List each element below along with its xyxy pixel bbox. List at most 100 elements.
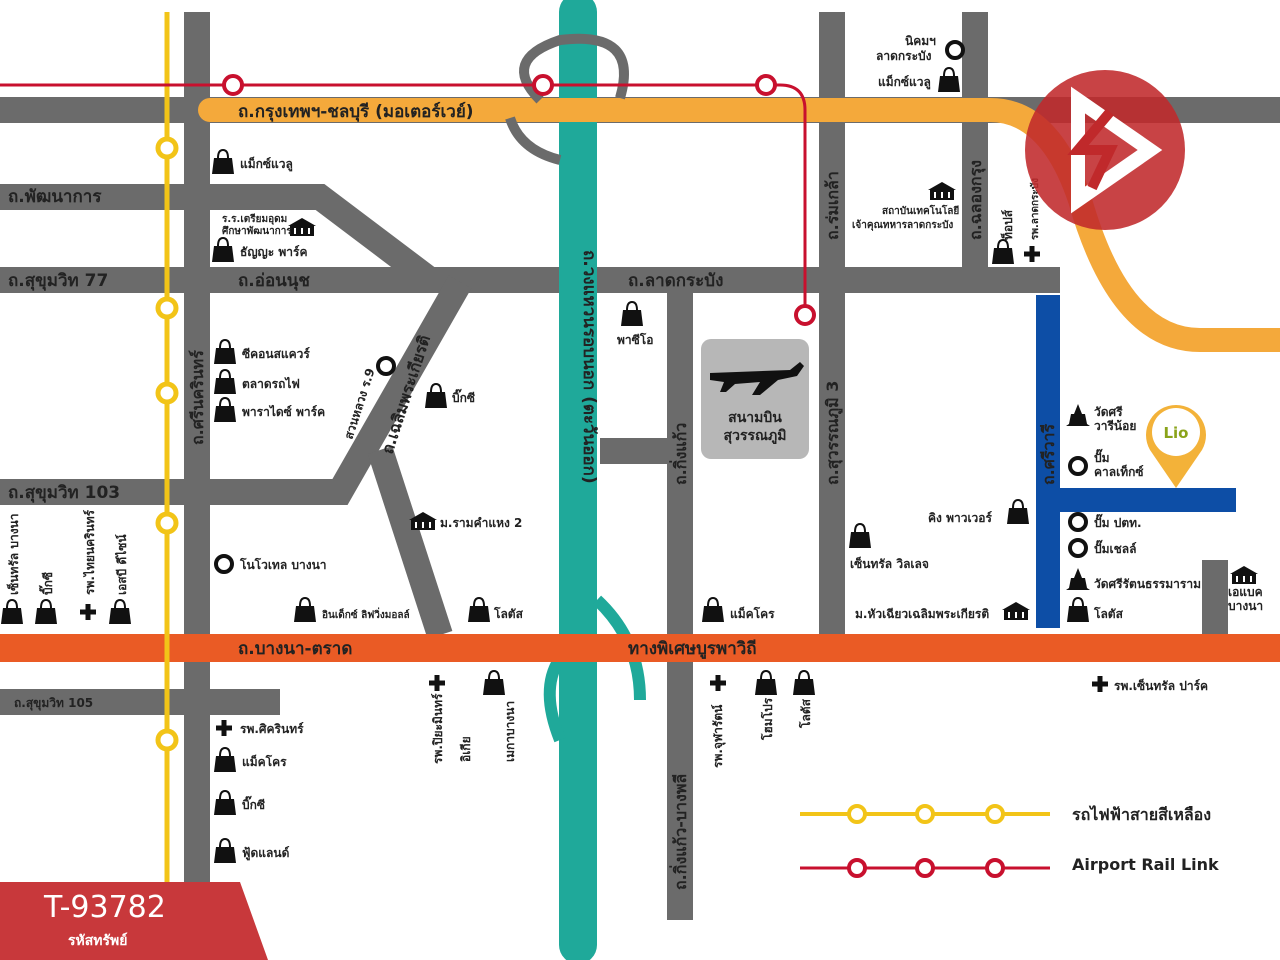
shop-bag-icon [213, 790, 237, 816]
university-icon [928, 182, 956, 200]
label-mega: เมกาบางนา [503, 701, 517, 762]
label-sukhumvit105: ถ.สุขุมวิท 105 [14, 696, 93, 711]
landmark-icon [214, 554, 234, 574]
label-ptt: ปั๊ม ปตท. [1094, 513, 1142, 530]
label-ram2: ม.รามคำแหง 2 [440, 516, 522, 530]
label-paradise: พาราไดซ์ พาร์ค [242, 404, 325, 419]
label-kmitl-2: เจ้าคุณทหารลาดกระบัง [852, 219, 953, 231]
hospital-icon [216, 720, 232, 736]
shop-bag-icon [467, 597, 491, 623]
label-kingkaew-bangphli: ถ.กิ่งแก้ว-บางพลี [669, 774, 690, 890]
label-central-bangna: เซ็นทรัล บางนา [6, 514, 21, 596]
road-phatthanakan [0, 184, 438, 291]
project-location-pin[interactable]: Lio [1146, 405, 1206, 488]
label-maxvalu-top: แม็กซ์แวลู [878, 74, 931, 90]
yellow-station [155, 728, 179, 752]
label-sukhumvit103: ถ.สุขุมวิท 103 [8, 483, 120, 503]
shop-bag-icon [213, 747, 237, 773]
label-school-2: ศึกษาพัฒนาการ [222, 225, 292, 237]
label-train-market: ตลาดรถไฟ [242, 376, 300, 391]
interchange [505, 33, 629, 165]
label-bigc: บิ๊กซี [452, 388, 475, 405]
label-hosp-sikarin: รพ.ศิครินทร์ [240, 722, 304, 736]
shop-bag-icon [293, 597, 317, 623]
label-nikom-2: ลาดกระบัง [876, 49, 932, 63]
road-chaloem [367, 445, 453, 640]
label-abac-2: บางนา [1228, 599, 1263, 613]
label-phatthanakan: ถ.พัฒนาการ [8, 187, 102, 207]
label-wat-1: วัดศรี [1094, 405, 1123, 419]
label-lotus-south: โลตัส [798, 698, 813, 729]
airport-label-2: สุวรรณภูมิ [724, 428, 787, 444]
label-ring: ถ.วงแหวนรอบนอก (ตะวันออก) [579, 250, 599, 484]
yellow-station [155, 296, 179, 320]
school-icon [288, 218, 316, 236]
university-icon [1002, 602, 1030, 620]
temple-icon [1066, 568, 1090, 590]
shop-bag-icon [1006, 499, 1030, 525]
label-pump-1: ปั๊ม [1094, 448, 1110, 465]
shop-bag-icon [792, 670, 816, 696]
airport-rail-link [0, 74, 816, 326]
label-makro-left: แม็คโคร [242, 754, 287, 769]
airport-station [755, 74, 777, 96]
label-hosp-piya: รพ.ปิยะมินทร์ [431, 693, 445, 764]
label-pump-2: คาลเท็กซ์ [1094, 464, 1144, 479]
label-suvarnabhumi3: ถ.สุวรรณภูมิ 3 [823, 381, 844, 485]
gas-station-icon [1068, 512, 1088, 532]
legend: รถไฟฟ้าสายสีเหลือง Airport Rail Link [800, 804, 1219, 878]
shop-bag-icon [213, 369, 237, 395]
property-code: T-93782 [44, 890, 166, 925]
legend-airport-rail: Airport Rail Link [1072, 855, 1219, 874]
label-seacon: ซีคอนสแควร์ [242, 347, 310, 361]
yellow-station [155, 381, 179, 405]
airport-box: สนามบิน สุวรรณภูมิ [701, 339, 809, 459]
shop-bag-icon [213, 339, 237, 365]
hospital-icon [429, 675, 445, 691]
property-code-label: รหัสทรัพย์ [68, 933, 128, 949]
label-lotus-right: โลตัส [1093, 606, 1124, 621]
label-central-village: เซ็นทรัล วิลเลจ [850, 556, 929, 571]
airport-station [532, 74, 554, 96]
label-foodland: ฟู้ดแลนด์ [242, 846, 290, 861]
label-index: อินเด็กซ์ ลิฟวิ่งมอลล์ [322, 607, 410, 621]
shop-bag-icon [213, 838, 237, 864]
label-bigc-left-2: บิ๊กซี [242, 795, 265, 812]
gas-station-icon [1068, 456, 1088, 476]
plane-icon [710, 362, 804, 395]
label-motorway: ถ.กรุงเทพฯ-ชลบุรี (มอเตอร์เวย์) [238, 101, 474, 122]
label-hosp-chula: รพ.จุฬารัตน์ [711, 704, 726, 768]
label-sriwara: ถ.ศรีวารี [1039, 424, 1058, 485]
shop-bag-icon [848, 523, 872, 549]
label-homepro: โฮมโปร [760, 697, 775, 741]
hospital-icon [1092, 676, 1108, 692]
label-thanya: ธัญญะ พาร์ค [240, 245, 308, 259]
shop-bag-icon [1066, 597, 1090, 623]
temple-icon [1066, 404, 1090, 426]
label-paseo: พาซีโอ [617, 332, 653, 347]
label-huachiew: ม.หัวเฉียวเฉลิมพระเกียรติ [855, 607, 989, 621]
code-badge [0, 882, 268, 960]
blue-road [1036, 295, 1236, 628]
yellow-station [155, 511, 179, 535]
label-maxvalu: แม็กซ์แวลู [240, 156, 293, 172]
label-novotel: โนโวเทล บางนา [239, 557, 327, 572]
label-bigc-left: บิ๊กซี [38, 572, 55, 595]
label-lotus-center: โลตัส [493, 606, 524, 621]
label-esb: เอสบี ดีไซน์ [114, 534, 129, 595]
label-shell: ปั๊มเชลล์ [1094, 539, 1136, 556]
airport-station [794, 304, 816, 326]
shop-bag-icon [424, 383, 448, 409]
label-srinakarin: ถ.ศรีนครินทร์ [188, 350, 207, 445]
airport-station [222, 74, 244, 96]
shop-bag-icon [211, 237, 235, 263]
shop-bag-icon [0, 599, 24, 625]
hospital-icon [80, 604, 96, 620]
label-chalongkrung: ถ.ฉลองกรุง [966, 160, 986, 240]
yellow-station [155, 136, 179, 160]
label-latkrabang: ถ.ลาดกระบัง [628, 271, 723, 291]
label-nikom: นิคมฯ [905, 34, 936, 48]
label-school-1: ร.ร.เตรียมอุดม [222, 213, 287, 225]
label-sukhumvit77: ถ.สุขุมวิท 77 [8, 271, 108, 291]
